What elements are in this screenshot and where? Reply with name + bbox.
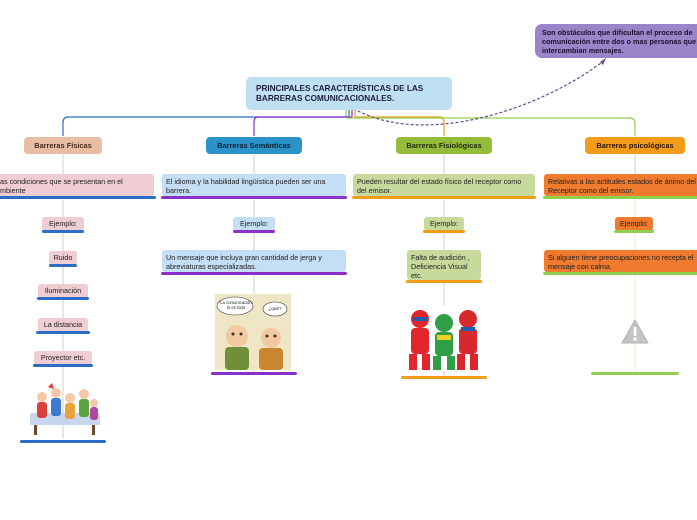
fisicas-example-iluminacion[interactable]: Iluminación (38, 284, 88, 298)
cartoon-bubble-right: ¿qué? (268, 306, 282, 311)
psicologicas-example-label[interactable]: Ejemplo: (615, 217, 653, 231)
fisicas-iluminacion-underline (37, 297, 89, 300)
fisicas-example-label[interactable]: Ejemplo: (42, 217, 84, 231)
psicologicas-image-underline (591, 372, 679, 375)
cartoon-bubble-left: La comunicación lo es todo (220, 300, 252, 310)
branch-barreras-fisicas[interactable]: Barreras Físicas (24, 137, 102, 154)
semanticas-example-underline (233, 230, 275, 233)
fisicas-example-underline (42, 230, 84, 233)
semanticas-description-underline (161, 196, 347, 199)
fisicas-example-proyector[interactable]: Proyector etc. (34, 351, 92, 365)
semanticas-example-label[interactable]: Ejemplo: (233, 217, 275, 231)
semanticas-image-underline (211, 372, 297, 375)
branch-barreras-semanticas[interactable]: Barreras Semánticas (206, 137, 302, 154)
fisicas-image-underline (20, 440, 106, 443)
fisiologicas-description[interactable]: Pueden resultar del estado físico del re… (353, 174, 535, 196)
root-topic[interactable]: PRINCIPALES CARACTERÍSTICAS DE LAS BARRE… (246, 77, 452, 110)
fisicas-example-distancia[interactable]: La distancia (38, 318, 88, 332)
semanticas-description[interactable]: El idioma y la habilidad lingüística pue… (162, 174, 346, 196)
people-illustration-image (28, 383, 102, 438)
fisicas-distancia-underline (36, 331, 90, 334)
fisicas-proyector-underline (33, 364, 93, 367)
branch-barreras-psicologicas[interactable]: Barreras psicológicas (585, 137, 685, 154)
warning-icon (620, 318, 650, 346)
semanticas-example-jerga[interactable]: Un mensaje que incluya gran cantidad de … (162, 250, 346, 272)
three-figures-image (407, 305, 482, 371)
psicologicas-description[interactable]: Relativas a las actitudes estados de áni… (544, 174, 697, 196)
fisicas-example-ruido[interactable]: Ruido (49, 251, 77, 265)
psicologicas-description-underline (543, 196, 697, 199)
psicologicas-example-preocupaciones-underline (543, 272, 697, 275)
branch-barreras-fisiologicas[interactable]: Barreras Fisiológicas (396, 137, 492, 154)
fisiologicas-example-underline (423, 230, 465, 233)
cartoon-conversation-image: La comunicación lo es todo ¿qué? (215, 294, 291, 370)
fisicas-ruido-underline (49, 264, 77, 267)
fisiologicas-example-audicion-underline (406, 280, 482, 283)
fisicas-description-underline (0, 196, 156, 199)
semanticas-example-jerga-underline (161, 272, 347, 275)
definition-note[interactable]: Son obstáculos que dificultan el proceso… (535, 24, 697, 58)
fisiologicas-image-underline (401, 376, 487, 379)
psicologicas-example-preocupaciones[interactable]: Si alguien tiene preocupaciones no recep… (544, 250, 697, 272)
fisiologicas-example-audicion[interactable]: Falta de audición , Deficiencia Visual e… (407, 250, 481, 280)
fisiologicas-example-label[interactable]: Ejemplo: (424, 217, 464, 231)
fisiologicas-description-underline (352, 196, 536, 199)
fisicas-description[interactable]: Las condiciones que se presentan en el a… (0, 174, 154, 196)
psicologicas-example-underline (614, 230, 654, 233)
